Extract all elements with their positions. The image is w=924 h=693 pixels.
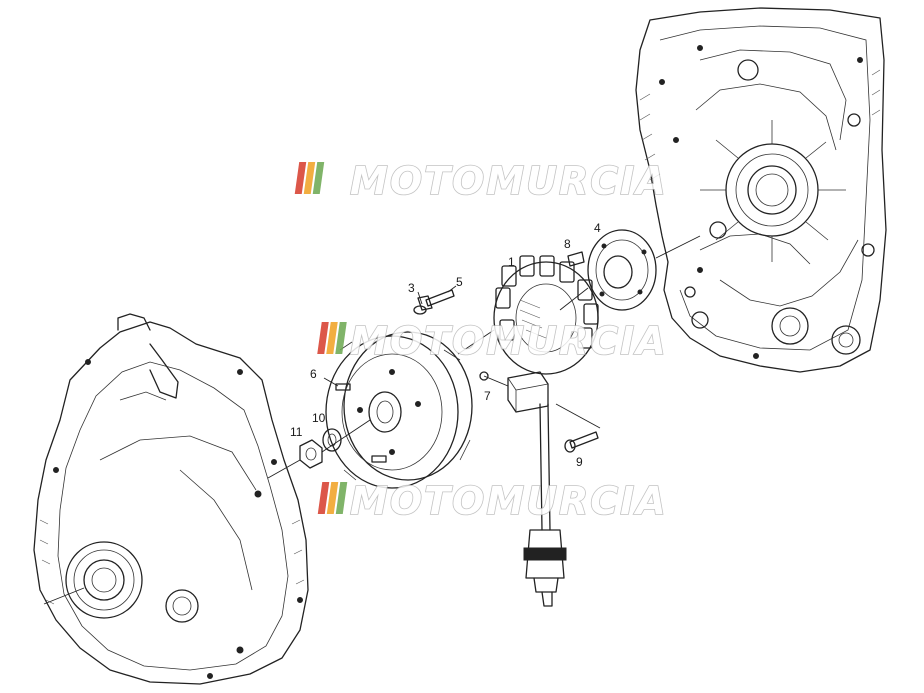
- watermark-middle: MOTOMURCIA: [317, 318, 668, 364]
- nut-and-washer: [267, 419, 371, 479]
- callout-11: 11: [290, 425, 303, 439]
- wire-harness-connector: [523, 403, 567, 607]
- callout-10: 10: [312, 411, 326, 425]
- watermark-text-top: MOTOMURCIA: [350, 159, 668, 203]
- callout-4: 4: [594, 221, 601, 235]
- watermark-top: MOTOMURCIA: [294, 158, 668, 204]
- dowel-pins: [323, 377, 387, 463]
- watermark-flag-icon: [294, 162, 325, 194]
- bolt-and-washer: [413, 285, 457, 315]
- left-crankcase-cover: [33, 313, 309, 685]
- right-crankcase-half: [635, 7, 887, 373]
- watermark-flag-icon: [317, 322, 347, 354]
- watermark-text-bottom: MOTOMURCIA: [350, 479, 668, 523]
- woodruff-key: [567, 251, 585, 267]
- watermark-flag-icon: [317, 482, 348, 514]
- flywheel-rotor: [325, 331, 473, 489]
- seal-plate: [559, 229, 701, 311]
- callout-9: 9: [576, 455, 583, 469]
- callout-3: 3: [408, 281, 415, 295]
- stator-coil: [479, 255, 599, 413]
- callout-7: 7: [484, 389, 491, 403]
- callout-6: 6: [310, 367, 317, 381]
- stator-screw: [555, 403, 601, 453]
- callout-5: 5: [456, 275, 463, 289]
- watermark-bottom: MOTOMURCIA: [317, 478, 668, 524]
- callout-8: 8: [564, 237, 571, 251]
- callout-labels: 1 3 4 5 6 7 8 9 10 11: [290, 221, 601, 469]
- watermark-text-middle: MOTOMURCIA: [350, 319, 668, 363]
- callout-1: 1: [508, 255, 515, 269]
